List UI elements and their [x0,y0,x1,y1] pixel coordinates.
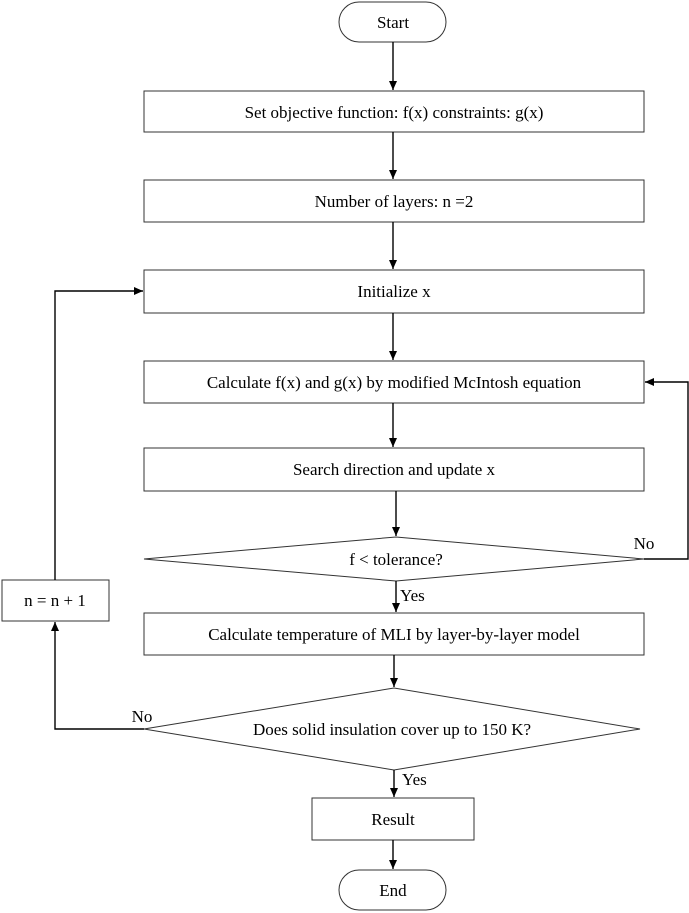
initialize-box [143,269,645,314]
set-objective-label: Set objective function: f(x) constraints… [245,103,544,122]
result-box [311,797,475,841]
arrow-tolerance-no-loop [644,378,689,560]
insulation-decision-label: Does solid insulation cover up to 150 K? [253,720,531,739]
arrow-insulation-no [51,622,144,730]
increment-box [1,579,110,622]
search-box [143,447,645,492]
calculate-temp-box [143,612,645,656]
insulation-no-label: No [132,707,153,726]
start-label: Start [377,13,409,32]
calculate-temp-label: Calculate temperature of MLI by layer-by… [208,625,580,644]
tolerance-no-label: No [634,534,655,553]
end-label: End [379,881,407,900]
layers-box [143,179,645,223]
end-terminal [338,869,447,911]
insulation-decision-diamond [143,687,641,771]
insulation-yes-label: Yes [402,770,427,789]
layers-label: Number of layers: n =2 [315,192,474,211]
increment-label: n = n + 1 [24,591,86,610]
result-label: Result [371,810,415,829]
calculate-fg-box [143,360,645,404]
arrow-increment-to-initialize [54,287,143,580]
calculate-fg-label: Calculate f(x) and g(x) by modified McIn… [207,373,582,392]
initialize-label: Initialize x [357,282,431,301]
search-label: Search direction and update x [293,460,496,479]
tolerance-decision-label: f < tolerance? [349,550,443,569]
set-objective-box [143,90,645,133]
tolerance-yes-label: Yes [400,586,425,605]
